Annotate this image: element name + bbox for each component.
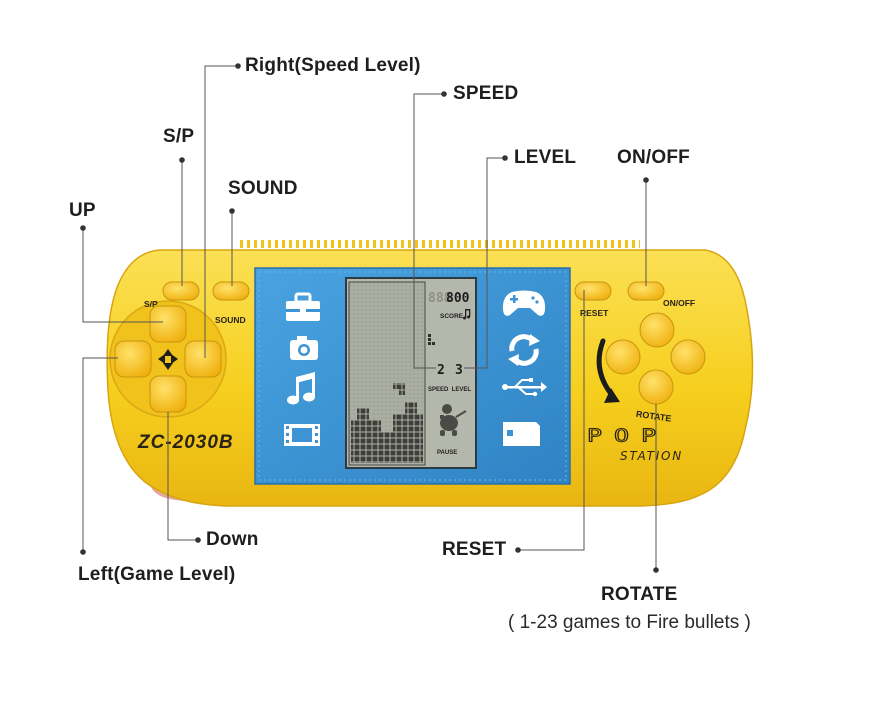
dpad-center-arrows-icon <box>158 349 178 370</box>
lcd-score-value: 800 <box>446 291 470 306</box>
callout-right-speed-level: Right(Speed Level) <box>245 55 421 76</box>
dpad-up-button[interactable] <box>149 305 187 343</box>
lcd-score-ghost-digits: 888 <box>428 291 452 306</box>
dpad-left-button[interactable] <box>114 340 152 378</box>
action-button-top[interactable] <box>639 312 675 348</box>
lcd-level-value: 3 <box>455 363 463 378</box>
lcd-score-label: SCORE <box>440 313 464 320</box>
lcd-next-piece <box>428 334 435 345</box>
on-off-button-label: ON/OFF <box>663 298 695 308</box>
callout-sp: S/P <box>163 126 195 147</box>
sound-button[interactable] <box>212 281 250 301</box>
callout-rotate-note: ( 1-23 games to Fire bullets ) <box>508 612 751 633</box>
lcd-speed-level-label: SPEED LEVEL <box>428 387 471 393</box>
usb-icon <box>502 378 547 397</box>
screen-panel-pattern <box>258 271 567 481</box>
refresh-icon <box>508 334 540 366</box>
callout-rotate: ROTATE <box>601 584 678 605</box>
rotate-button[interactable] <box>638 369 674 405</box>
lcd-tetris-stack <box>351 402 423 463</box>
camera-icon <box>290 336 318 360</box>
rotate-button-label: ROTATE <box>635 409 672 424</box>
sound-button-label: SOUND <box>215 315 246 325</box>
toolbox-icon <box>286 292 320 321</box>
sp-button-label: S/P <box>144 299 158 309</box>
callout-left-game-level: Left(Game Level) <box>78 564 236 585</box>
music-note-icon <box>287 372 315 405</box>
action-button-right[interactable] <box>670 339 706 375</box>
callout-level: LEVEL <box>514 147 577 168</box>
action-button-left[interactable] <box>605 339 641 375</box>
reset-button[interactable] <box>574 281 612 301</box>
sd-card-icon <box>503 422 540 446</box>
lcd-pause-label: PAUSE <box>437 450 457 456</box>
lcd-mascot-icon <box>440 404 467 436</box>
dpad-down-button[interactable] <box>149 375 187 413</box>
callout-speed: SPEED <box>453 83 519 104</box>
sp-button[interactable] <box>162 281 200 301</box>
model-label: ZC-2030B <box>137 432 234 453</box>
callout-dots <box>80 63 659 573</box>
callout-down: Down <box>206 529 259 550</box>
gamepad-icon <box>502 290 546 316</box>
lcd-speed-value: 2 <box>437 363 445 378</box>
callout-reset: RESET <box>442 539 507 560</box>
callout-lines <box>82 65 657 570</box>
brand-logo-sub: STATION <box>620 449 683 463</box>
dpad-right-button[interactable] <box>184 340 222 378</box>
rotate-arrow-icon <box>596 338 620 403</box>
callout-up: UP <box>69 200 96 221</box>
callout-sound: SOUND <box>228 178 298 199</box>
brand-logo-word: POP <box>587 426 668 446</box>
lcd-music-note-icon <box>463 309 471 320</box>
callout-on-off: ON/OFF <box>617 147 690 168</box>
reset-button-label: RESET <box>580 308 609 318</box>
film-strip-icon <box>284 424 320 446</box>
lcd-falling-piece <box>393 383 405 395</box>
